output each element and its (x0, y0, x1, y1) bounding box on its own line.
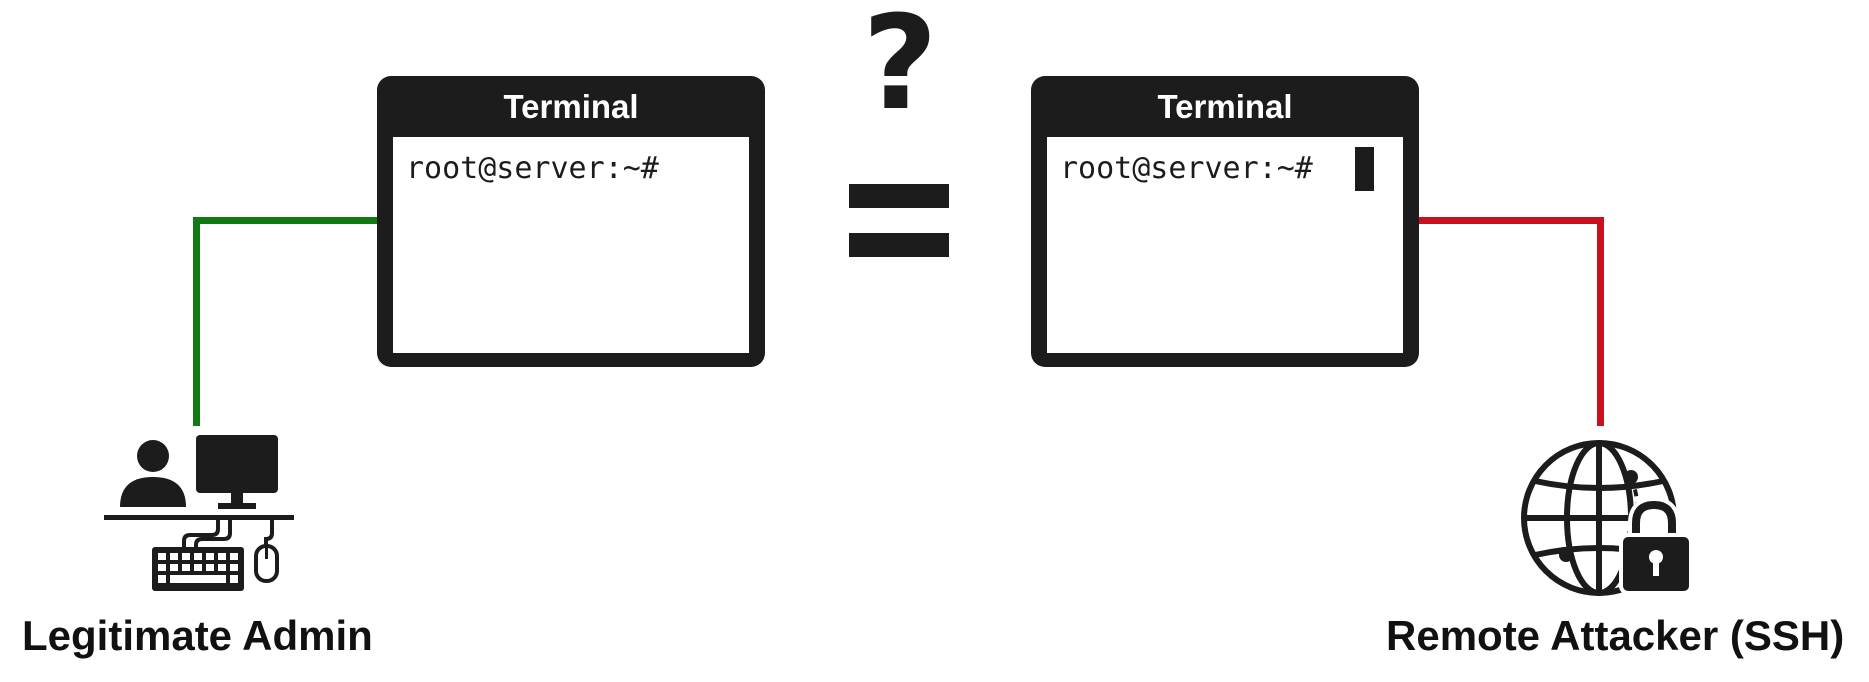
admin-connector-horizontal (193, 217, 380, 224)
equals-bar-bottom (849, 233, 949, 257)
left-terminal-window: Terminal root@server:~# (377, 76, 765, 367)
right-terminal-prompt: root@server:~# (1060, 151, 1313, 186)
right-terminal-window: Terminal root@server:~# (1031, 76, 1419, 367)
admin-connector-vertical (193, 217, 200, 426)
remote-attacker-label: Remote Attacker (SSH) (1386, 612, 1845, 659)
attacker-connector-vertical (1597, 217, 1604, 426)
equals-bar-top (849, 184, 949, 208)
question-mark: ? (862, 0, 938, 139)
right-terminal-screen: root@server:~# (1047, 137, 1403, 353)
admin-workstation-icon (100, 433, 300, 598)
legitimate-admin-label: Legitimate Admin (22, 612, 373, 659)
left-terminal-title: Terminal (503, 88, 639, 125)
terminal-cursor (1355, 147, 1374, 191)
right-terminal-title: Terminal (1157, 88, 1293, 125)
globe-lock-icon (1518, 437, 1693, 597)
left-terminal-prompt: root@server:~# (406, 151, 659, 186)
attacker-connector-horizontal (1418, 217, 1604, 224)
left-terminal-screen: root@server:~# (393, 137, 749, 353)
